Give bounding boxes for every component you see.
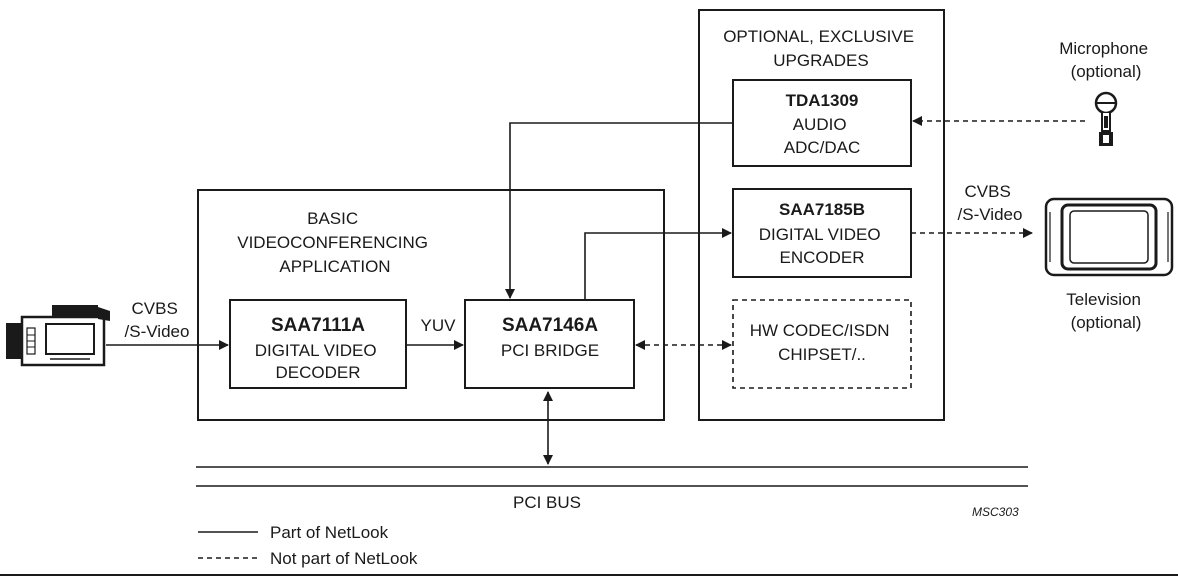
microphone-label: Microphone (optional) [1059, 39, 1153, 81]
optional-region: OPTIONAL, EXCLUSIVE UPGRADES [698, 9, 945, 421]
legend: Part of NetLook Not part of NetLook [198, 523, 418, 568]
svg-text:DIGITAL VIDEO ENCODER: DIGITAL VIDEO ENCODER [759, 225, 886, 267]
basic-region-title-line-2: VIDEOCONFERENCING [237, 233, 428, 252]
camcorder-icon [6, 305, 110, 367]
svg-text:BASIC VIDEOCONFERENCING: BASIC VIDEOCONFERENCING APPLICATION [237, 209, 433, 276]
block-saa7185b-name: SAA7185B [779, 200, 865, 219]
tv-signal-label: CVBS /S-Video [958, 182, 1023, 224]
basic-region-title-line-3: APPLICATION [279, 257, 390, 276]
block-saa7111a-line-1: DIGITAL VIDEO [255, 341, 377, 360]
television-icon [1044, 197, 1174, 277]
optional-region-title-line-2: UPGRADES [773, 51, 868, 70]
yuv-label: YUV [421, 316, 457, 335]
legend-solid-label: Part of NetLook [270, 523, 389, 542]
block-tda1309-name: TDA1309 [786, 91, 859, 110]
block-hw-codec-line-2: CHIPSET/.. [778, 345, 866, 364]
block-saa7111a-line-2: DECODER [275, 363, 360, 382]
block-saa7111a-name: SAA7111A [271, 315, 365, 336]
audio-to-bridge-arrow [505, 122, 733, 299]
microphone-icon [1094, 91, 1118, 146]
block-tda1309-line-1: AUDIO [793, 115, 847, 134]
basic-region: BASIC VIDEOCONFERENCING APPLICATION [197, 189, 665, 421]
block-tda1309: TDA1309 AUDIO ADC/DAC [732, 79, 912, 167]
bridge-to-encoder-arrow [584, 228, 732, 300]
block-saa7185b-line-2: ENCODER [779, 248, 864, 267]
basic-region-title-line-1: BASIC [307, 209, 358, 228]
block-hw-codec-line-1: HW CODEC/ISDN [750, 321, 890, 340]
svg-text:DIGITAL VIDEO DECODER: DIGITAL VIDEO DECODER [255, 341, 382, 382]
block-saa7185b: SAA7185B DIGITAL VIDEO ENCODER [732, 188, 912, 278]
svg-text:AUDIO ADC/DAC: AUDIO ADC/DAC [784, 115, 861, 157]
pci-bus-label: PCI BUS [513, 493, 581, 512]
svg-text:OPTIONAL, EXCLUSIVE UPGR: OPTIONAL, EXCLUSIVE UPGRADES [723, 27, 919, 70]
block-tda1309-line-2: ADC/DAC [784, 138, 861, 157]
block-saa7185b-line-1: DIGITAL VIDEO [759, 225, 881, 244]
block-saa7111a: SAA7111A DIGITAL VIDEO DECODER [229, 299, 407, 389]
block-saa7146a-name: SAA7146A [502, 315, 598, 336]
connections [106, 116, 1085, 465]
figure-code: MSC303 [972, 505, 1019, 519]
block-saa7146a-line-1: PCI BRIDGE [501, 341, 599, 360]
pci-bus: PCI BUS [196, 466, 1028, 512]
block-hw-codec: HW CODEC/ISDN CHIPSET/.. [732, 299, 912, 389]
camera-signal-label: CVBS /S-Video [125, 299, 190, 341]
svg-text:HW CODEC/ISDN CHIPSET/..: HW CODEC/ISDN CHIPSET/.. [750, 321, 895, 364]
legend-dashed-label: Not part of NetLook [270, 549, 418, 568]
television-label: Television (optional) [1066, 290, 1145, 332]
optional-region-title-line-1: OPTIONAL, EXCLUSIVE [723, 27, 914, 46]
block-saa7146a: SAA7146A PCI BRIDGE [464, 299, 635, 389]
